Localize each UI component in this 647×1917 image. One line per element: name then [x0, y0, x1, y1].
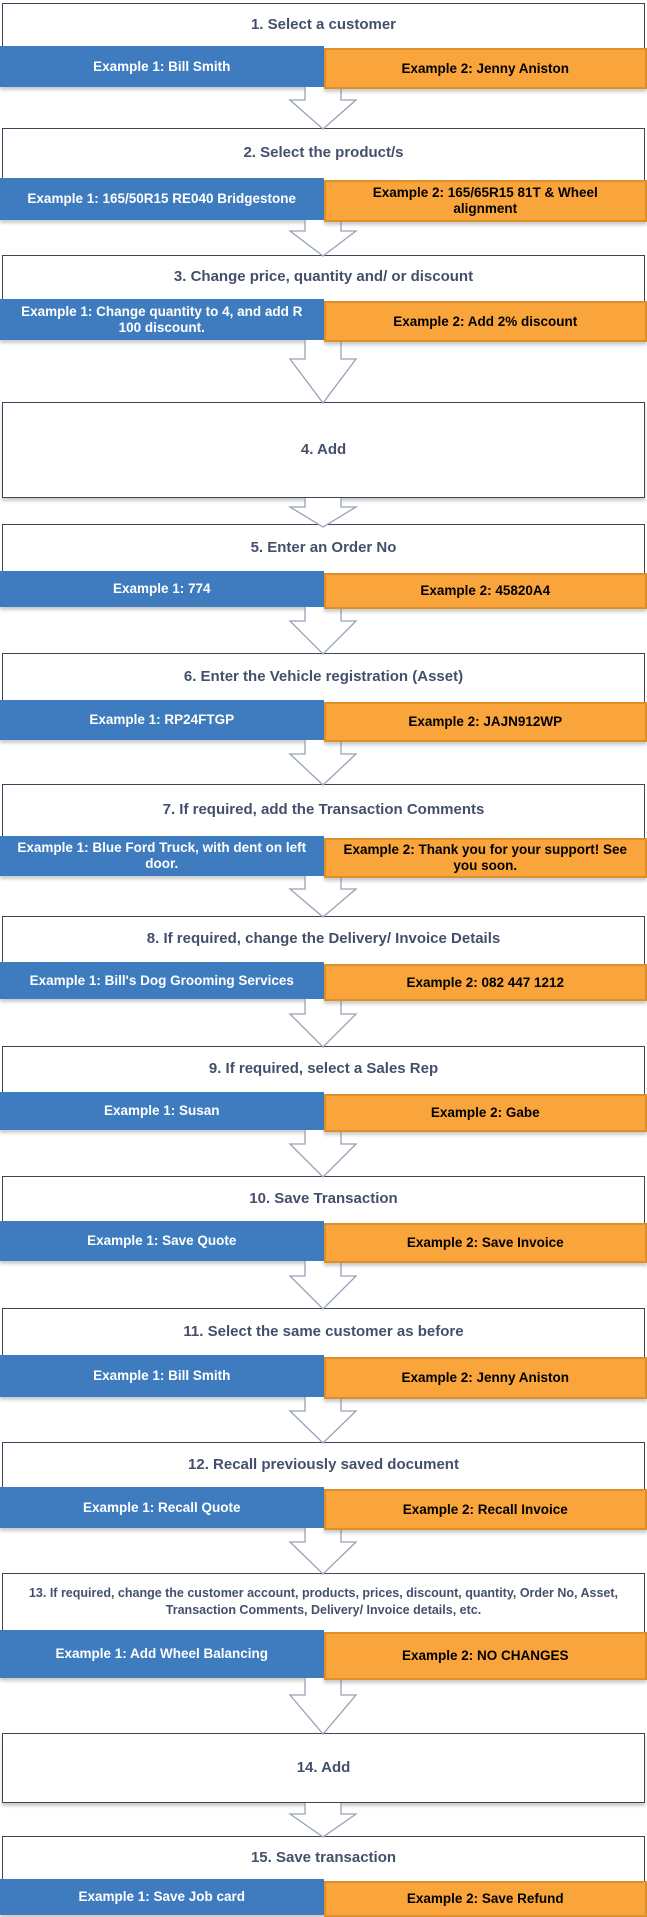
step-3-box: 3. Change price, quantity and/ or discou… — [2, 255, 645, 340]
step-2-example-1: Example 1: 165/50R15 RE040 Bridgestone — [0, 178, 324, 220]
down-arrow-connector — [0, 498, 647, 524]
down-arrow-connector — [0, 340, 647, 402]
step-5-example-1: Example 1: 774 — [0, 571, 324, 607]
down-arrow-connector — [0, 607, 647, 653]
step-13-example-1: Example 1: Add Wheel Balancing — [0, 1630, 324, 1678]
step-11-title: 11. Select the same customer as before — [3, 1309, 644, 1355]
step-12-example-1: Example 1: Recall Quote — [0, 1487, 324, 1528]
step-15-title: 15. Save transaction — [3, 1837, 644, 1879]
down-arrow-icon — [288, 740, 358, 786]
down-arrow-connector — [0, 1261, 647, 1308]
step-7-box: 7. If required, add the Transaction Comm… — [2, 784, 645, 876]
step-7-examples: Example 1: Blue Ford Truck, with dent on… — [0, 836, 647, 876]
step-15-example-2: Example 2: Save Refund — [324, 1881, 647, 1917]
down-arrow-icon — [288, 999, 358, 1048]
step-8-title: 8. If required, change the Delivery/ Inv… — [3, 917, 644, 962]
step-10-title: 10. Save Transaction — [3, 1177, 644, 1221]
step-8-example-1: Example 1: Bill's Dog Grooming Services — [0, 962, 324, 999]
step-13-title: 13. If required, change the customer acc… — [3, 1574, 644, 1630]
down-arrow-connector — [0, 740, 647, 784]
step-6-example-2: Example 2: JAJN912WP — [324, 702, 647, 742]
step-10-example-1: Example 1: Save Quote — [0, 1221, 324, 1261]
step-2-example-2: Example 2: 165/65R15 81T & Wheel alignme… — [324, 180, 647, 222]
step-3-example-2: Example 2: Add 2% discount — [324, 301, 647, 342]
step-3-title: 3. Change price, quantity and/ or discou… — [3, 256, 644, 299]
step-8-box: 8. If required, change the Delivery/ Inv… — [2, 916, 645, 999]
step-14-box: 14. Add — [2, 1733, 645, 1803]
down-arrow-icon — [288, 1130, 358, 1178]
down-arrow-icon — [288, 876, 358, 918]
down-arrow-connector — [0, 1130, 647, 1176]
step-13-box: 13. If required, change the customer acc… — [2, 1573, 645, 1678]
step-6-title: 6. Enter the Vehicle registration (Asset… — [3, 654, 644, 700]
step-3-examples: Example 1: Change quantity to 4, and add… — [0, 299, 647, 340]
step-9-title: 9. If required, select a Sales Rep — [3, 1047, 644, 1092]
step-15-example-1: Example 1: Save Job card — [0, 1879, 324, 1915]
down-arrow-icon — [288, 87, 358, 130]
down-arrow-icon — [288, 1803, 358, 1838]
down-arrow-connector — [0, 876, 647, 916]
step-5-example-2: Example 2: 45820A4 — [324, 573, 647, 609]
step-12-title: 12. Recall previously saved document — [3, 1443, 644, 1487]
step-5-title: 5. Enter an Order No — [3, 525, 644, 571]
step-12-example-2: Example 2: Recall Invoice — [324, 1489, 647, 1530]
step-9-example-1: Example 1: Susan — [0, 1092, 324, 1130]
step-2-title: 2. Select the product/s — [3, 129, 644, 178]
step-7-title: 7. If required, add the Transaction Comm… — [3, 785, 644, 836]
down-arrow-connector — [0, 87, 647, 128]
step-9-example-2: Example 2: Gabe — [324, 1094, 647, 1132]
down-arrow-icon — [288, 1528, 358, 1575]
down-arrow-connector — [0, 1678, 647, 1733]
step-1-example-2: Example 2: Jenny Aniston — [324, 48, 647, 89]
step-13-example-2: Example 2: NO CHANGES — [324, 1632, 647, 1680]
step-7-example-1: Example 1: Blue Ford Truck, with dent on… — [0, 836, 324, 876]
down-arrow-icon — [288, 1397, 358, 1444]
down-arrow-icon — [288, 607, 358, 655]
down-arrow-icon — [288, 340, 358, 404]
down-arrow-connector — [0, 999, 647, 1046]
down-arrow-icon — [288, 498, 358, 528]
down-arrow-icon — [288, 1678, 358, 1735]
step-7-example-2: Example 2: Thank you for your support! S… — [324, 838, 647, 878]
step-3-example-1: Example 1: Change quantity to 4, and add… — [0, 299, 324, 340]
step-4-title: 4. Add — [287, 403, 360, 497]
step-6-example-1: Example 1: RP24FTGP — [0, 700, 324, 740]
step-10-example-2: Example 2: Save Invoice — [324, 1223, 647, 1263]
down-arrow-connector — [0, 1528, 647, 1573]
step-6-box: 6. Enter the Vehicle registration (Asset… — [2, 653, 645, 740]
step-1-example-1: Example 1: Bill Smith — [0, 46, 324, 87]
down-arrow-icon — [288, 1261, 358, 1310]
step-4-box: 4. Add — [2, 402, 645, 498]
step-14-title: 14. Add — [283, 1734, 365, 1802]
down-arrow-icon — [288, 220, 358, 257]
step-1-title: 1. Select a customer — [3, 4, 644, 46]
step-11-example-1: Example 1: Bill Smith — [0, 1355, 324, 1397]
step-8-example-2: Example 2: 082 447 1212 — [324, 964, 647, 1001]
down-arrow-connector — [0, 220, 647, 255]
step-11-example-2: Example 2: Jenny Aniston — [324, 1357, 647, 1399]
down-arrow-connector — [0, 1397, 647, 1442]
down-arrow-connector — [0, 1803, 647, 1836]
